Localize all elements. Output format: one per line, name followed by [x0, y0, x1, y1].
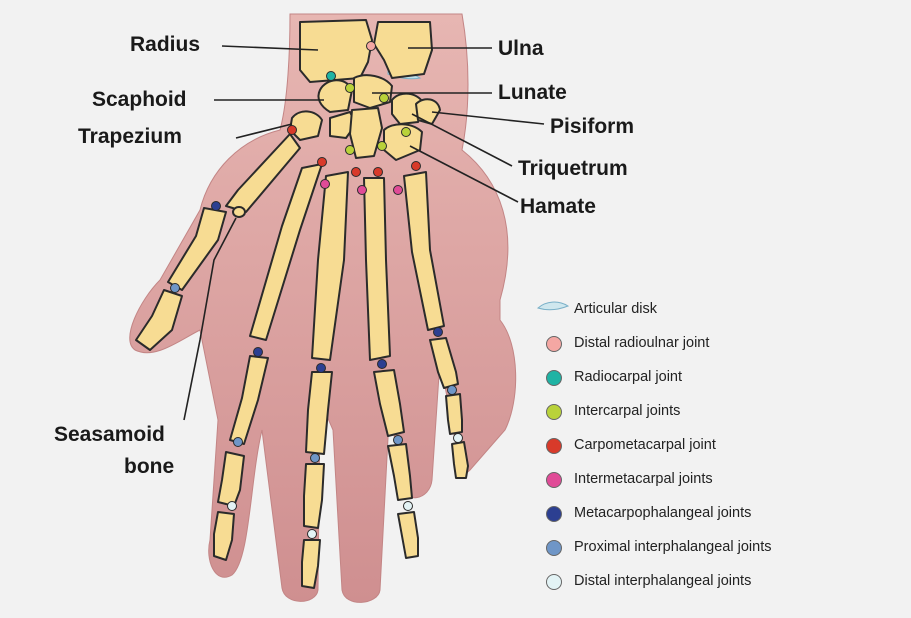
sesamoid-bone — [233, 207, 245, 217]
intercarpal-joint-dot — [380, 94, 389, 103]
proximal-interphalangeal-joint-dot — [171, 284, 180, 293]
proximal-interphalangeal-joint-dot — [394, 436, 403, 445]
label-lunate: Lunate — [498, 82, 567, 103]
articular-disk-icon — [536, 298, 570, 316]
label-sesamoid-line2: bone — [124, 456, 174, 477]
legend-color-dot — [546, 540, 562, 556]
legend-color-dot — [546, 506, 562, 522]
legend-label: Distal radioulnar joint — [574, 335, 709, 351]
intermetacarpal-joint-dot — [321, 180, 330, 189]
legend-label: Intermetacarpal joints — [574, 471, 713, 487]
carpometacarpal-joint-dot — [374, 168, 383, 177]
metacarpophalangeal-joint-dot — [254, 348, 263, 357]
little-middle-phalanx — [446, 394, 462, 434]
legend-color-dot — [546, 404, 562, 420]
label-radius: Radius — [130, 34, 200, 55]
radius-bone — [300, 20, 372, 82]
middle-proximal-phalanx — [306, 372, 332, 454]
distal-interphalangeal-joint-dot — [228, 502, 237, 511]
distal-interphalangeal-joint-dot — [308, 530, 317, 539]
legend-color-dot — [546, 472, 562, 488]
ring-distal-phalanx — [398, 512, 418, 558]
legend-color-dot — [546, 336, 562, 352]
trapezium-bone — [290, 111, 322, 140]
lunate-bone — [354, 75, 392, 108]
proximal-interphalangeal-joint-dot — [448, 386, 457, 395]
intercarpal-joint-dot — [346, 146, 355, 155]
legend-label: Proximal interphalangeal joints — [574, 539, 771, 555]
label-scaphoid: Scaphoid — [92, 89, 187, 110]
metacarpophalangeal-joint-dot — [317, 364, 326, 373]
intermetacarpal-joint-dot — [394, 186, 403, 195]
legend-label: Intercarpal joints — [574, 403, 680, 419]
proximal-interphalangeal-joint-dot — [234, 438, 243, 447]
distal-interphalangeal-joint-dot — [454, 434, 463, 443]
metacarpophalangeal-joint-dot — [434, 328, 443, 337]
legend-color-dot — [546, 370, 562, 386]
legend-label: Carpometacarpal joint — [574, 437, 716, 453]
metacarpophalangeal-joint-dot — [378, 360, 387, 369]
radiocarpal-joint-dot — [327, 72, 336, 81]
legend-label: Articular disk — [574, 301, 657, 317]
legend-label: Radiocarpal joint — [574, 369, 682, 385]
distal-radioulnar-joint-dot — [367, 42, 376, 51]
little-distal-phalanx — [452, 442, 468, 478]
legend-label: Distal interphalangeal joints — [574, 573, 751, 589]
label-pisiform: Pisiform — [550, 116, 634, 137]
legend-label: Metacarpophalangeal joints — [574, 505, 751, 521]
legend-color-dot — [546, 438, 562, 454]
label-hamate: Hamate — [520, 196, 596, 217]
legend-color-dot — [546, 574, 562, 590]
label-ulna: Ulna — [498, 38, 544, 59]
carpometacarpal-joint-dot — [288, 126, 297, 135]
carpometacarpal-joint-dot — [352, 168, 361, 177]
proximal-interphalangeal-joint-dot — [311, 454, 320, 463]
intermetacarpal-joint-dot — [358, 186, 367, 195]
intercarpal-joint-dot — [346, 84, 355, 93]
label-sesamoid-line1: Seasamoid — [54, 424, 165, 445]
carpometacarpal-joint-dot — [412, 162, 421, 171]
carpometacarpal-joint-dot — [318, 158, 327, 167]
metacarpophalangeal-joint-dot — [212, 202, 221, 211]
intercarpal-joint-dot — [402, 128, 411, 137]
distal-interphalangeal-joint-dot — [404, 502, 413, 511]
intercarpal-joint-dot — [378, 142, 387, 151]
middle-middle-phalanx — [304, 464, 324, 528]
label-triquetrum: Triquetrum — [518, 158, 628, 179]
label-trapezium: Trapezium — [78, 126, 182, 147]
